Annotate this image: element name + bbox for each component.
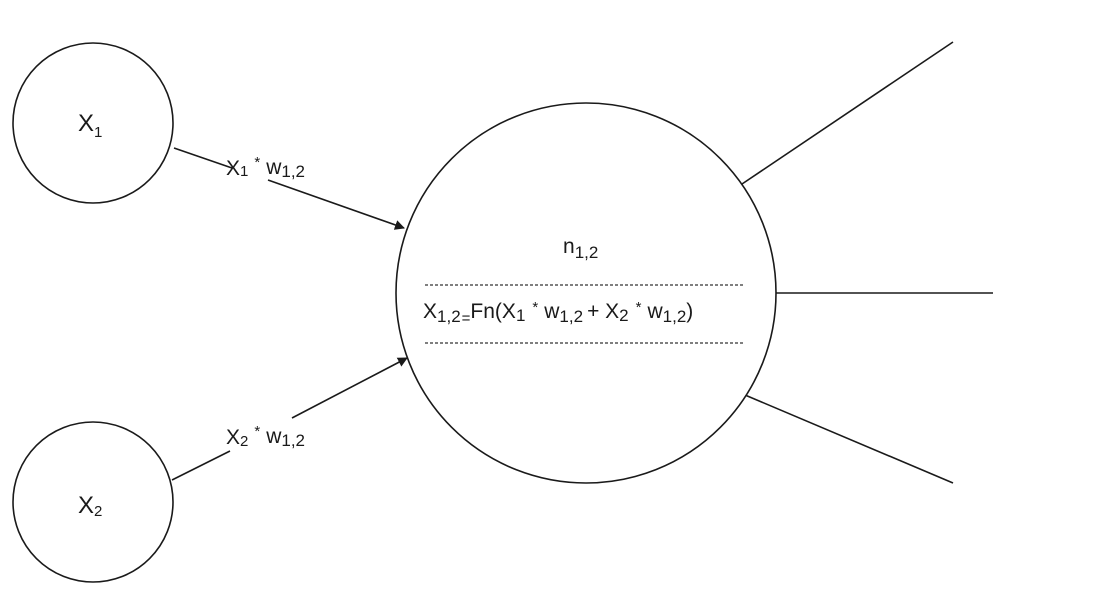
neuron-title-sub: 1,2 — [575, 243, 599, 262]
edge-x2-weight-label: X2 * w1,2 — [226, 423, 305, 450]
formula-times-2: * — [636, 299, 642, 316]
edge-x1-line-start — [173, 147, 233, 169]
svg-text:X1*w1,2: X1 * w1,2 — [226, 154, 305, 181]
formula-w1-sub: 1,2 — [559, 307, 583, 326]
formula-fn-open: Fn(X — [470, 300, 516, 323]
formula-w2: w — [646, 300, 663, 323]
edge-x1-x: X — [226, 157, 240, 180]
edge-x1-arrow — [267, 179, 405, 230]
input-node-x2: X2 — [12, 421, 174, 583]
input-node-x1-label: X1 — [78, 110, 102, 141]
input-node-x1: X1 — [12, 42, 174, 204]
neuron-circle — [395, 102, 777, 484]
output-line-bottom — [744, 394, 954, 484]
neuron-formula: X1,2=Fn(X1*w1,2+ X2*w1,2) — [423, 299, 693, 327]
formula-x1-sub: 1 — [516, 306, 525, 325]
formula-plus-x: + X — [587, 300, 619, 323]
input-node-x1-sub: 1 — [94, 124, 102, 141]
formula-close: ) — [686, 300, 693, 323]
input-node-x1-base: X — [78, 110, 94, 137]
neuron-node: n1,2 X1,2=Fn(X1*w1,2+ X2*w1,2) — [395, 102, 777, 484]
edge-x1-w-sub: 1,2 — [281, 162, 305, 181]
edge-x1-to-neuron — [173, 147, 405, 230]
neuron-title-base: n — [563, 235, 575, 258]
edge-x2-x: X — [226, 426, 240, 449]
formula-w1: w — [543, 300, 560, 323]
input-node-x1-circle — [12, 42, 174, 204]
formula-equals: = — [462, 310, 471, 327]
formula-lhs-sub: 1,2 — [437, 307, 461, 326]
edge-x2-times: * — [254, 423, 260, 440]
formula-times-1: * — [532, 299, 538, 316]
edge-x1-weight-label: X1 * w1,2 — [226, 154, 305, 181]
input-node-x2-sub: 2 — [94, 503, 102, 520]
input-node-x2-base: X — [78, 492, 94, 519]
input-node-x2-circle — [12, 421, 174, 583]
edge-x1-w: w — [265, 156, 282, 179]
neuron-title: n1,2 — [563, 235, 598, 262]
edge-x2-line-start — [171, 450, 231, 481]
formula-x2-sub: 2 — [619, 306, 628, 325]
edge-x2-arrow — [291, 357, 408, 419]
edge-x2-w: w — [265, 425, 282, 448]
edge-x2-x-sub: 2 — [240, 433, 248, 450]
edge-x1-times: * — [254, 154, 260, 171]
edge-x1-x-sub: 1 — [240, 163, 248, 180]
formula-w2-sub: 1,2 — [663, 307, 687, 326]
edge-x2-to-neuron — [171, 357, 408, 481]
svg-text:X2*w1,2: X2 * w1,2 — [226, 423, 305, 450]
input-node-x2-label: X2 — [78, 492, 102, 520]
output-line-top — [741, 41, 954, 185]
edge-x2-w-sub: 1,2 — [281, 431, 305, 450]
formula-lhs-x: X — [423, 300, 437, 323]
